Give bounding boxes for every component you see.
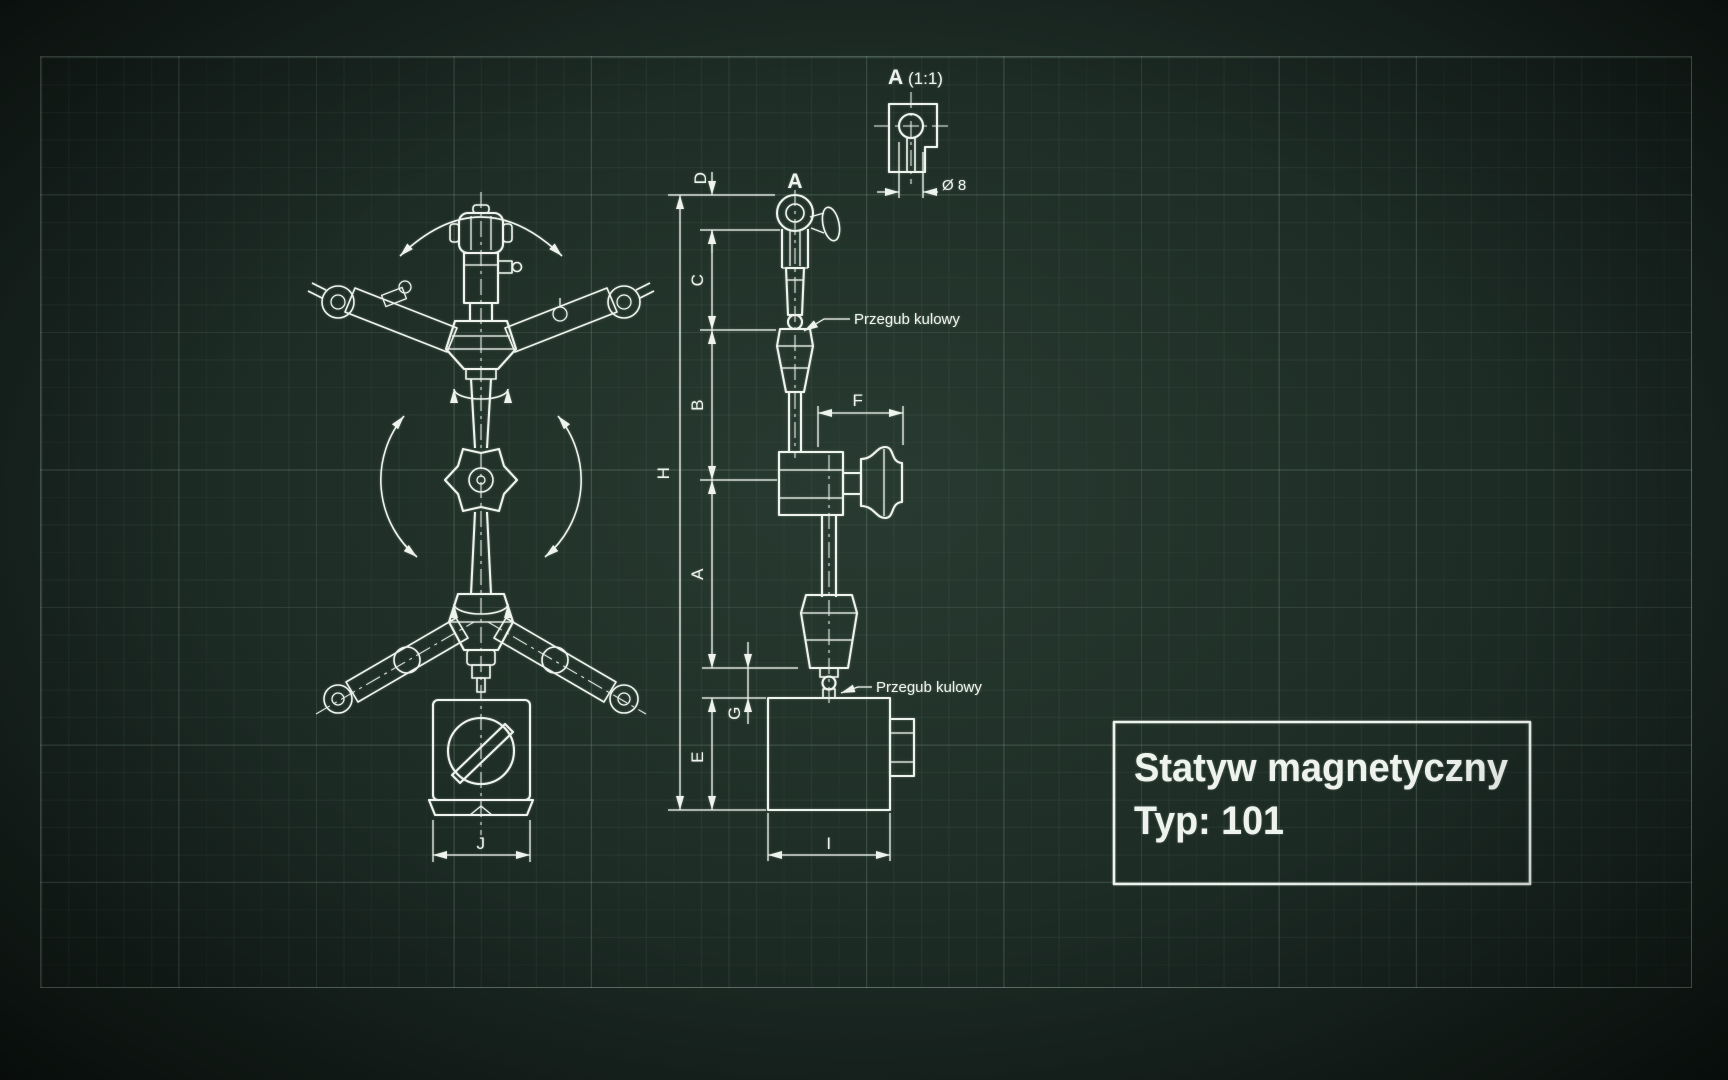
magnetic-base-side bbox=[766, 696, 916, 812]
dimension-J: J bbox=[432, 820, 531, 862]
side-view: A bbox=[766, 170, 982, 812]
dim-label-H: H bbox=[654, 467, 673, 480]
dimension-chain: D C B A G bbox=[654, 172, 904, 861]
detail-diameter-label: Ø 8 bbox=[942, 177, 966, 194]
dim-label-D: D bbox=[691, 172, 710, 185]
dim-label-A: A bbox=[688, 568, 707, 580]
title-line2: Typ: 101 bbox=[1134, 799, 1284, 843]
annotation-upper-text: Przegub kulowy bbox=[854, 311, 960, 328]
annotation-lower-text: Przegub kulowy bbox=[876, 679, 982, 696]
dimension-I: I bbox=[767, 813, 891, 861]
front-view: J bbox=[307, 192, 655, 862]
top-clamp-side bbox=[775, 193, 841, 317]
detail-diameter-dimension: Ø 8 bbox=[877, 142, 966, 198]
annotation-lower-ball-joint: Przegub kulowy bbox=[840, 679, 982, 696]
dimension-B: B bbox=[688, 330, 716, 480]
dimension-E: E bbox=[688, 698, 716, 810]
clamp-block-and-knob bbox=[777, 445, 904, 520]
dim-label-F: F bbox=[853, 391, 864, 410]
upper-arm-right bbox=[504, 282, 655, 353]
section-marker-a: A bbox=[787, 170, 802, 193]
detail-scale: (1:1) bbox=[908, 69, 943, 88]
annotation-upper-ball-joint: Przegub kulowy bbox=[803, 311, 960, 332]
dimension-A: A bbox=[688, 480, 716, 668]
title-line1: Statyw magnetyczny bbox=[1134, 746, 1509, 790]
dimension-D: D bbox=[691, 172, 716, 253]
dimension-G: G bbox=[725, 642, 752, 724]
detail-view: A (1:1) Ø 8 bbox=[874, 66, 966, 198]
dimension-C: C bbox=[688, 230, 716, 330]
dimension-H: H bbox=[654, 195, 684, 810]
dim-label-I: I bbox=[826, 834, 831, 853]
upper-arm-left bbox=[307, 280, 458, 353]
detail-marker: A bbox=[888, 66, 903, 89]
dim-label-G: G bbox=[725, 706, 744, 720]
dim-label-C: C bbox=[688, 274, 707, 287]
upper-ball-joint bbox=[775, 313, 815, 394]
dimension-F: F bbox=[817, 391, 904, 447]
title-block: Statyw magnetyczny Typ: 101 bbox=[1112, 720, 1532, 886]
dim-label-J: J bbox=[477, 834, 486, 853]
dim-label-B: B bbox=[688, 399, 707, 411]
dim-label-E: E bbox=[688, 751, 707, 763]
